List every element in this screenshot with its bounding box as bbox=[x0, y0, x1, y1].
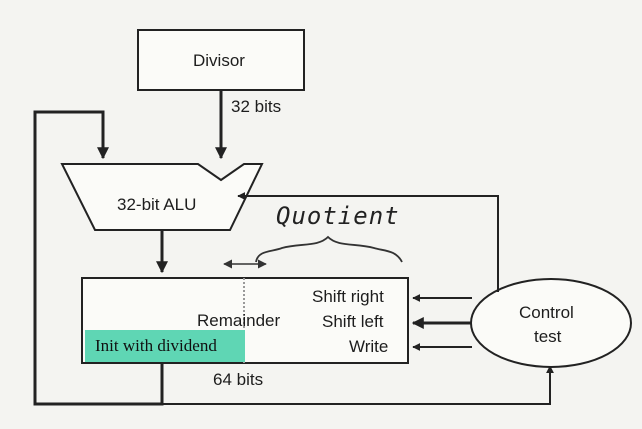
divisor-register bbox=[137, 29, 305, 91]
remainder-width-label: 64 bits bbox=[213, 370, 264, 389]
control-feedback-path bbox=[162, 365, 554, 405]
alu-control-path bbox=[237, 192, 499, 292]
remainder-label: Remainder bbox=[197, 311, 281, 330]
alu-shape bbox=[60, 163, 264, 231]
quotient-brace bbox=[255, 235, 403, 263]
quotient-label: Quotient bbox=[276, 202, 400, 230]
divisor-label: Divisor bbox=[193, 51, 245, 70]
shift-right-label: Shift right bbox=[312, 287, 384, 306]
feedback-loop-path bbox=[33, 110, 164, 406]
alu-label: 32-bit ALU bbox=[117, 195, 197, 214]
init-dividend-annotation: Init with dividend bbox=[85, 330, 245, 362]
control-test-oval bbox=[470, 278, 632, 368]
shift-left-label: Shift left bbox=[322, 312, 384, 331]
control-label-line1: Control bbox=[519, 303, 574, 322]
write-label: Write bbox=[349, 337, 389, 356]
divisor-width-label: 32 bits bbox=[231, 97, 282, 116]
control-label-line2: test bbox=[534, 327, 562, 346]
